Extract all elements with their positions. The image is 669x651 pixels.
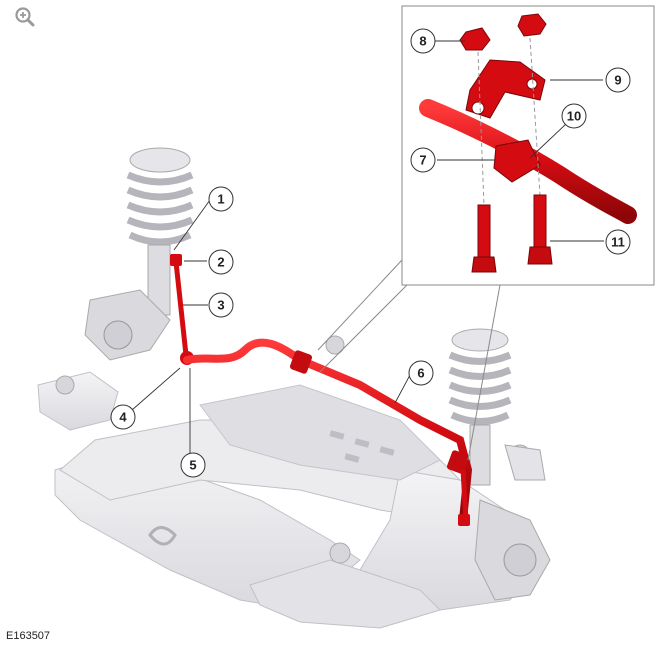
inset-nut-right [517,13,547,37]
stabilizer-bar [170,254,473,526]
callout-11: 11 [605,229,631,255]
callout-4: 4 [110,404,136,430]
callout-label: 11 [611,235,625,250]
callout-label: 5 [189,458,196,473]
callout-8: 8 [410,28,436,54]
inset-bushing [493,139,541,183]
callout-1: 1 [208,186,234,212]
callouts [131,40,604,455]
callout-label: 10 [567,109,581,124]
inset-bolt-right [533,194,547,248]
callout-2: 2 [208,249,234,275]
detail-inset [317,5,655,461]
callout-label: 4 [119,410,127,425]
right-strut-assembly [448,328,551,601]
callout-6: 6 [408,360,434,386]
figure-id: E163507 [6,630,51,642]
callout-3: 3 [208,292,234,318]
callout-label: 7 [419,153,426,168]
inset-nut-left [459,27,491,51]
callout-label: 8 [419,34,426,49]
inset-bar [419,99,637,224]
callout-10: 10 [561,103,587,129]
inset-bolt-left [477,204,491,258]
callout-label: 2 [217,255,224,270]
zoom-in-icon[interactable] [14,6,36,28]
callout-9: 9 [605,67,631,93]
callout-7: 7 [410,147,436,173]
left-strut-assembly [84,147,194,361]
callout-label: 9 [614,73,621,88]
callout-label: 3 [217,298,224,313]
callout-5: 5 [180,452,206,478]
callout-label: 1 [217,192,224,207]
callout-label: 6 [417,366,424,381]
